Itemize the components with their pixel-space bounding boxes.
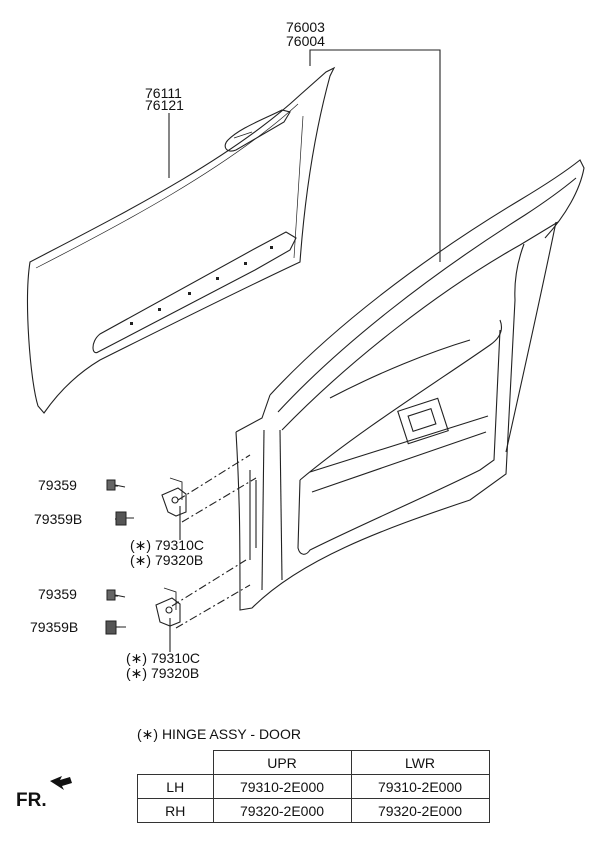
outer-door-panel (27, 66, 336, 414)
table-header-cell: UPR (212, 750, 352, 775)
front-direction-label: FR. (16, 790, 47, 811)
table-cell-side: RH (137, 798, 214, 823)
bolt-icon (105, 620, 126, 635)
table-cell-side: LH (137, 774, 214, 799)
hinge-bolts (105, 479, 134, 635)
table-header-row: UPR LWR (137, 750, 490, 775)
callout-upper-hinge-rh: (∗) 79320B (130, 552, 204, 568)
callout-door-assy: 76003 (286, 19, 325, 35)
callout-upper-hinge-lh: (∗) 79310C (130, 537, 204, 553)
callout-lower-bolt-b: 79359B (30, 619, 79, 635)
lower-hinge (155, 587, 181, 627)
leader-lines (108, 49, 441, 652)
callout-lower-hinge-rh: (∗) 79320B (126, 665, 200, 681)
callout-upper-bolt-b: 79359B (34, 511, 83, 527)
bolt-icon (106, 589, 126, 601)
door-inner-frame (235, 159, 585, 611)
callout-upper-bolt: 79359 (38, 477, 77, 493)
callout-outer-panel: 76111 (145, 85, 182, 101)
table-cell: 79310-2E000 (212, 774, 352, 799)
table-cell: 79320-2E000 (212, 798, 352, 823)
table-cell: 79310-2E000 (350, 774, 490, 799)
callout-lower-hinge-lh: (∗) 79310C (126, 650, 200, 666)
callout-outer-panel-rh: 76121 (145, 97, 184, 113)
front-direction-arrow-icon (50, 776, 72, 790)
callout-lower-bolt: 79359 (38, 586, 77, 602)
table-header-cell (137, 750, 214, 775)
table-row: LH 79310-2E000 79310-2E000 (137, 774, 490, 799)
table-row: RH 79320-2E000 79320-2E000 (137, 798, 490, 823)
bolt-icon (115, 511, 134, 526)
hinge-table-caption: (∗) HINGE ASSY - DOOR (137, 726, 301, 742)
upper-hinge (161, 477, 187, 517)
table-cell: 79320-2E000 (350, 798, 490, 823)
bolt-icon (106, 479, 126, 491)
table-header-cell: LWR (350, 750, 490, 775)
hinge-assy-table: UPR LWR LH 79310-2E000 79310-2E000 RH 79… (137, 750, 490, 823)
callout-door-assy-rh: 76004 (286, 33, 325, 49)
